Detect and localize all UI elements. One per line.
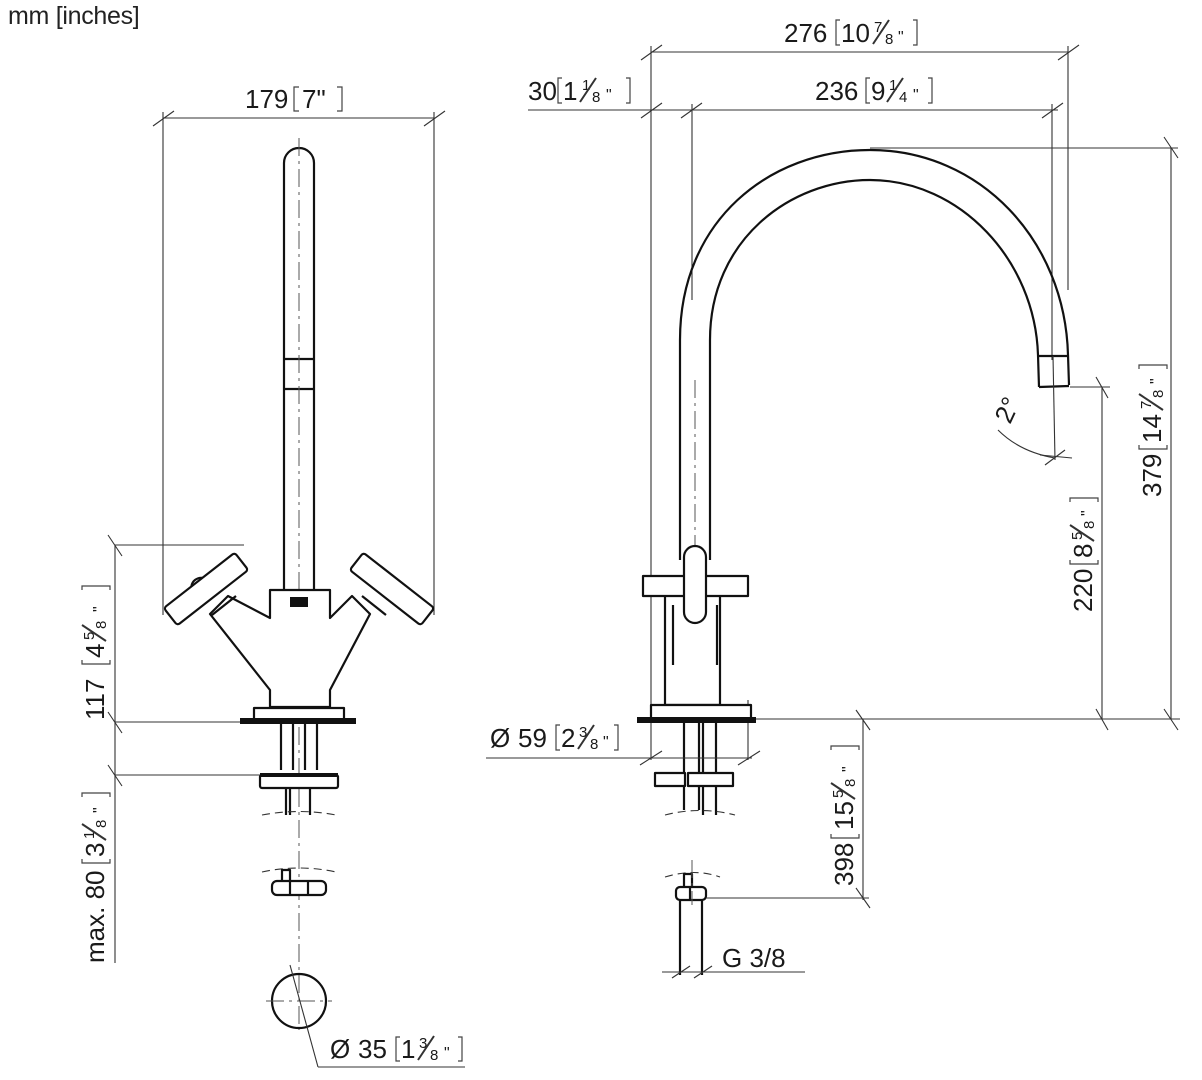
svg-text:": " [603,734,609,751]
offset-in-num: 1 [582,77,590,94]
hole-diameter-mm: 35 [358,1034,387,1064]
svg-text:": " [913,87,919,104]
units-label: mm [inches] [8,2,140,30]
total-height-in-whole: 14 [1137,414,1167,443]
body-side [637,544,1180,723]
total-reach-in-den: 8 [885,31,893,48]
hose-length-in-num: 5 [830,790,847,798]
svg-text:": " [1148,378,1165,384]
spout-height-in-den: 8 [1081,521,1098,529]
max-thickness-in-den: 8 [93,820,110,828]
hole-diameter-symbol: Ø [330,1034,350,1064]
dim-handle-height: 117 4 5 8 " max. 80 3 1 8 " [80,534,260,964]
max-thickness-in-num: 1 [81,831,98,839]
spout-height-mm: 220 [1068,569,1098,612]
side-view: 276 10 7 8 " 30 1 1 8 " 236 9 1 4 [486,18,1180,979]
base-diameter-in-den: 8 [590,736,598,753]
total-height-mm: 379 [1137,454,1167,497]
dim-connection: G 3/8 [662,943,805,979]
handle-height-in-whole: 4 [80,644,110,658]
front-width-mm: 179 [245,84,288,114]
offset-mm: 30 [528,76,557,106]
offset-in-whole: 1 [563,76,577,106]
spout-height-in-num: 5 [1069,532,1086,540]
handle-height-in-num: 5 [81,632,98,640]
svg-text:": " [91,606,108,612]
offset-in-den: 8 [592,89,600,106]
hose-length-in-den: 8 [842,779,859,787]
spout-reach-in-whole: 9 [871,76,885,106]
hole-diameter-in-num: 3 [419,1035,427,1052]
max-thickness-in-whole: 3 [80,843,110,857]
hose-length-in-whole: 15 [829,801,859,830]
svg-text:": " [898,29,904,46]
svg-text:": " [840,766,857,772]
total-reach-in-whole: 10 [841,18,870,48]
hole-diameter-in-den: 8 [430,1047,438,1064]
mounting-front [240,706,356,897]
dim-offset-and-spout-reach: 30 1 1 8 " 236 9 1 4 " [528,76,1064,119]
spout-side: 2° [678,148,1073,560]
svg-text:": " [444,1045,450,1062]
handle-right [349,552,435,626]
total-height-in-den: 8 [1150,390,1167,398]
connection-thread: G 3/8 [722,943,786,973]
front-view: 179 7" [80,84,465,1068]
base-diameter-mm: 59 [518,723,547,753]
dim-front-width: 179 7" [152,84,446,615]
dim-total-reach: 276 10 7 8 " [640,18,1080,61]
svg-text:": " [1079,510,1096,516]
max-thickness-mm: max. 80 [80,871,110,964]
dim-base-diameter: Ø 59 2 3 8 " [486,723,761,766]
spout-reach-in-num: 1 [889,77,897,94]
hose-length-mm: 398 [829,843,859,886]
svg-text:": " [91,807,108,813]
front-width-in: 7" [302,84,326,114]
handle-left [163,552,249,626]
dim-hole-diameter: Ø 35 1 3 8 " [266,964,465,1068]
base-diameter-in-whole: 2 [561,723,575,753]
dim-spout-height: 220 8 5 8 " [1068,376,1110,731]
base-diameter-in-num: 3 [579,724,587,741]
spout-height-in-whole: 8 [1068,544,1098,558]
body-front [208,588,372,709]
handle-height-in-den: 8 [93,621,110,629]
mounting-side [653,723,736,975]
total-reach-mm: 276 [784,18,827,48]
spout-reach-mm: 236 [815,76,858,106]
total-reach-in-num: 7 [874,19,882,36]
hole-diameter-in-whole: 1 [401,1034,415,1064]
spout-front [282,138,316,1030]
handle-height-mm: 117 [80,679,110,720]
total-height-in-num: 7 [1138,401,1155,409]
dim-hose-length: 398 15 5 8 " [706,709,871,909]
spout-reach-in-den: 4 [899,89,907,106]
flow-angle: 2° [988,392,1026,427]
svg-text:": " [606,87,612,104]
dim-total-height: 379 14 7 8 " [870,136,1179,731]
base-diameter-symbol: Ø [490,723,510,753]
